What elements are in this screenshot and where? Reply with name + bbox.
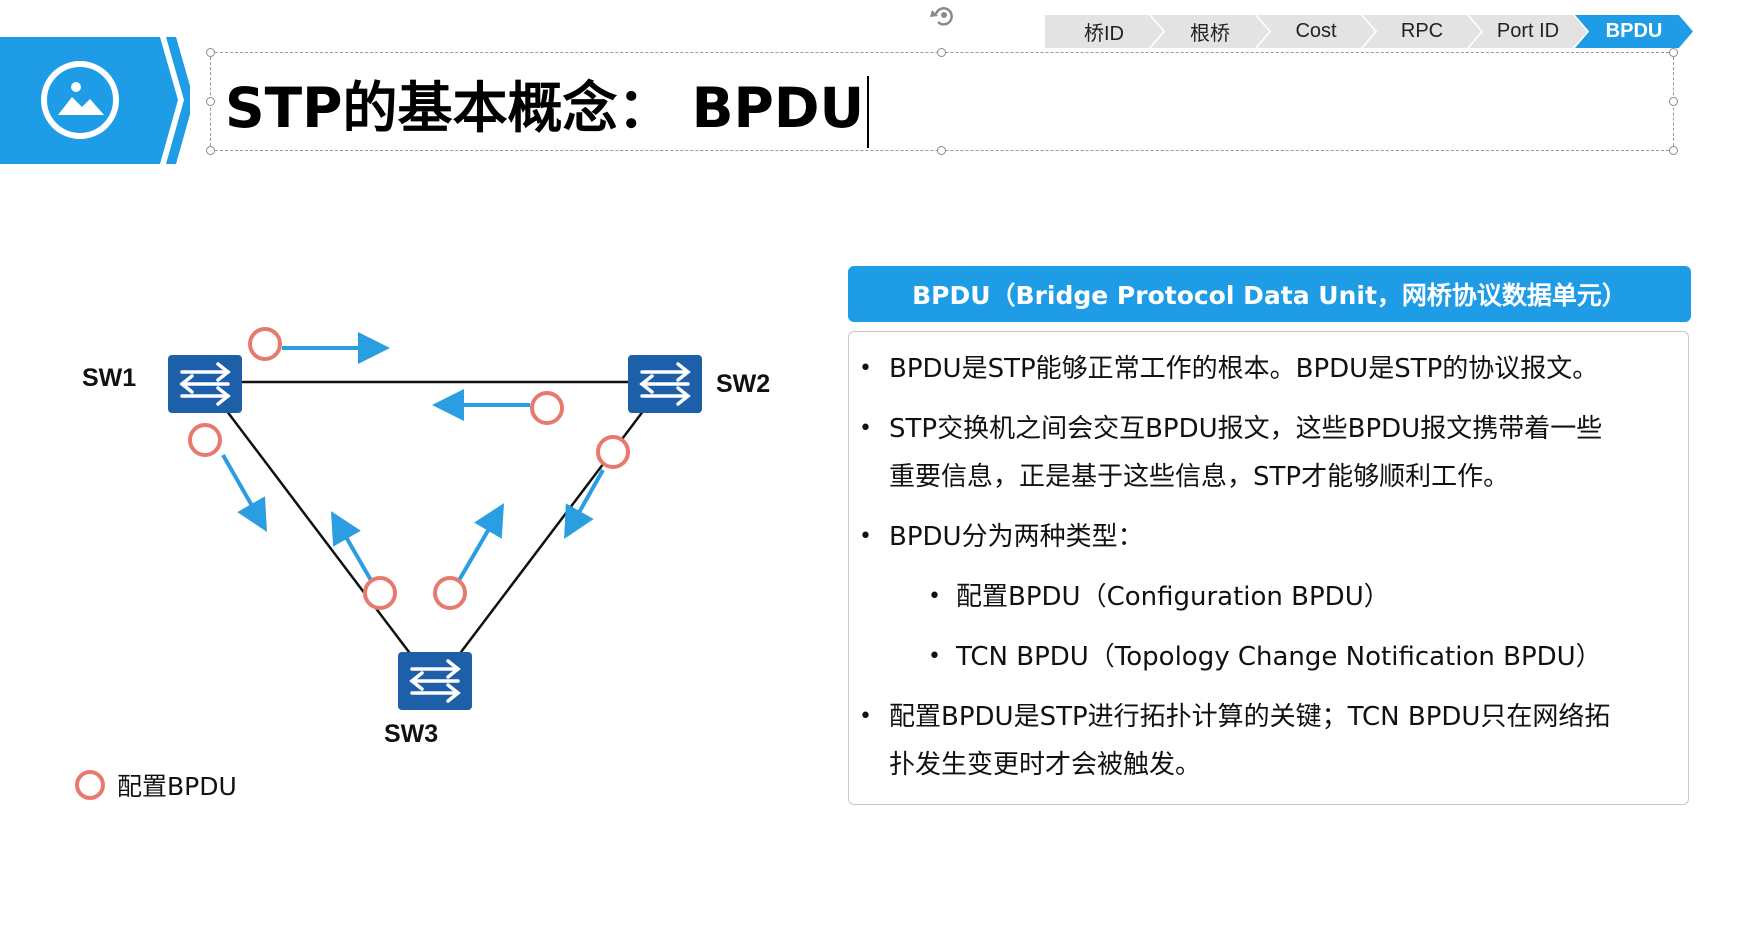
resize-handle-bottom[interactable] (937, 146, 946, 155)
panel-body: •BPDU是STP能够正常工作的根本。BPDU是STP的协议报文。 •STP交换… (848, 331, 1689, 805)
sub-bullet-item: •配置BPDU（Configuration BPDU） (928, 582, 1390, 612)
crumb-root-bridge[interactable]: 根桥 (1151, 15, 1269, 48)
rotate-handle-icon[interactable] (926, 2, 960, 32)
panel-header: BPDU（Bridge Protocol Data Unit，网桥协议数据单元） (848, 266, 1691, 322)
bpdu-circle-icon (248, 327, 282, 361)
crumb-port-id[interactable]: Port ID (1469, 15, 1587, 48)
stp-topology-diagram: SW1 SW2 SW3 (60, 320, 780, 800)
switch-icon[interactable] (398, 652, 472, 710)
topic-breadcrumb: 桥ID 根桥 Cost RPC Port ID BPDU (1045, 15, 1695, 48)
image-placeholder-icon (41, 61, 119, 139)
resize-handle-right[interactable] (1669, 97, 1678, 106)
bpdu-circle-icon (363, 576, 397, 610)
text-caret (867, 75, 870, 148)
switch-icon[interactable] (628, 355, 702, 413)
sub-bullet-item: •TCN BPDU（Topology Change Notification B… (928, 642, 1602, 672)
crumb-bridge-id[interactable]: 桥ID (1045, 15, 1163, 48)
bpdu-circle-icon (530, 391, 564, 425)
bullet-item: •STP交换机之间会交互BPDU报文，这些BPDU报文携带着一些 (859, 414, 1603, 444)
title-text-box[interactable]: STP的基本概念： BPDU (206, 48, 1678, 155)
resize-handle-top[interactable] (937, 48, 946, 57)
link-lines (219, 380, 651, 661)
legend-label: 配置BPDU (117, 772, 237, 801)
bpdu-circle-icon (433, 576, 467, 610)
resize-handle-bottom-right[interactable] (1669, 146, 1678, 155)
resize-handle-left[interactable] (206, 97, 215, 106)
diagram-legend: 配置BPDU (75, 765, 237, 805)
bullet-item: •BPDU分为两种类型： (859, 522, 1144, 552)
bpdu-circle-icon (188, 423, 222, 457)
bullet-continuation: 重要信息，正是基于这些信息，STP才能够顺利工作。 (889, 462, 1510, 492)
bpdu-circle-icon (596, 435, 630, 469)
bpdu-arrows (221, 332, 605, 584)
bullet-item: •BPDU是STP能够正常工作的根本。BPDU是STP的协议报文。 (859, 354, 1599, 384)
switch-icon[interactable] (168, 355, 242, 413)
bpdu-circle-icon (75, 770, 105, 800)
crumb-cost[interactable]: Cost (1257, 15, 1375, 48)
switch-label-sw1: SW1 (82, 364, 137, 392)
resize-handle-bottom-left[interactable] (206, 146, 215, 155)
bullet-item: •配置BPDU是STP进行拓扑计算的关键；TCN BPDU只在网络拓 (859, 702, 1611, 732)
resize-handle-top-right[interactable] (1669, 48, 1678, 57)
crumb-rpc[interactable]: RPC (1363, 15, 1481, 48)
switch-label-sw2: SW2 (716, 370, 771, 398)
crumb-bpdu[interactable]: BPDU (1575, 15, 1693, 48)
switch-label-sw3: SW3 (384, 720, 439, 748)
bpdu-circles (188, 327, 630, 610)
slide-banner (0, 37, 190, 164)
page-title[interactable]: STP的基本概念： BPDU (225, 63, 870, 148)
resize-handle-top-left[interactable] (206, 48, 215, 57)
bullet-continuation: 扑发生变更时才会被触发。 (889, 750, 1202, 780)
